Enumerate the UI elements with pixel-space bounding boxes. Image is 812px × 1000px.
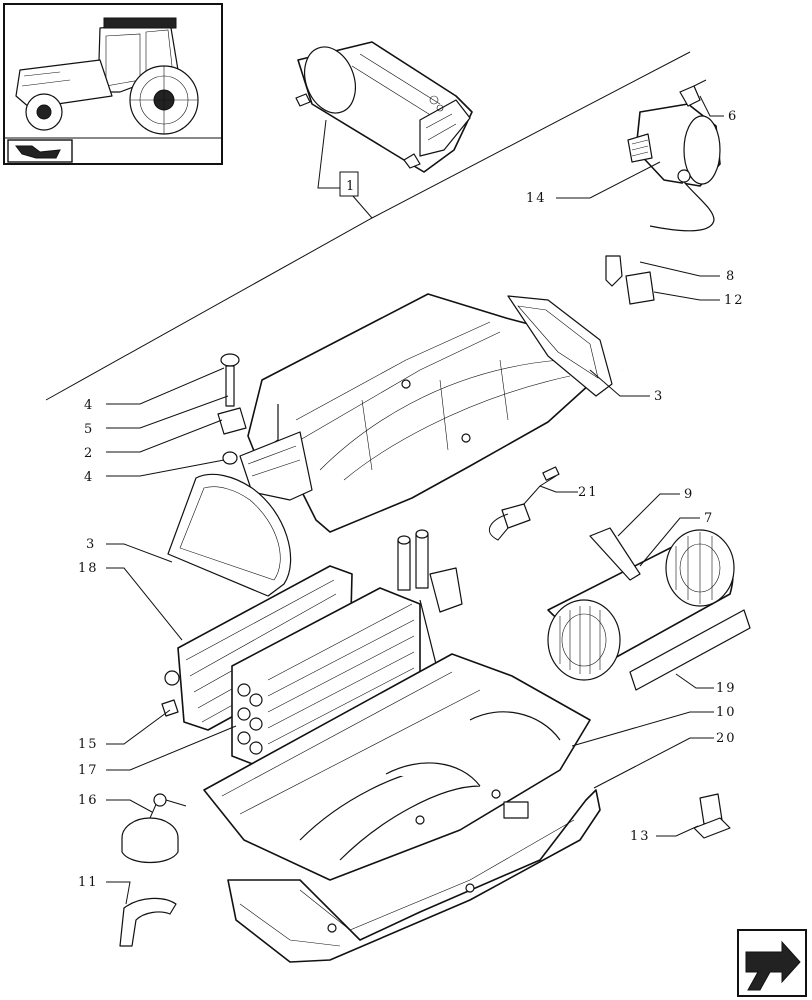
callout-labels: 4 5 2 4 3 3 18 15 17 16 11 6 14 8 12 21 … [78,109,745,890]
separator-line [45,51,691,401]
connector-clip [605,255,623,287]
label-4-bottom: 4 [84,470,94,485]
air-duct-assembly [295,41,473,173]
label-19: 19 [716,681,737,696]
label-7: 7 [704,511,714,526]
switch-sensor-part [679,79,707,107]
label-16: 16 [78,793,99,808]
label-12: 12 [724,293,745,308]
label-4-top: 4 [84,398,94,413]
book-arrow-icon [7,139,73,163]
evaporator [231,529,463,771]
tractor-thumbnail-icon[interactable] [3,3,223,165]
label-9: 9 [684,487,694,502]
water-valve [121,793,187,863]
electrical-connector [621,271,655,371]
callout-1: 1 [317,119,373,219]
blower-motor-small [627,103,721,232]
housing-lower-tray [203,653,591,881]
label-14: 14 [526,191,547,206]
foam-strip [629,609,751,691]
label-8: 8 [726,269,736,284]
label-1: 1 [346,179,356,194]
fastener-stack [217,353,247,465]
resistor-component [488,466,560,541]
next-page-arrow-icon[interactable] [737,929,807,997]
label-13: 13 [630,829,651,844]
label-15: 15 [78,737,99,752]
label-10: 10 [716,705,737,720]
label-11: 11 [78,875,99,890]
gasket-frame-left [167,473,292,597]
label-21: 21 [578,485,599,500]
label-6: 6 [728,109,738,124]
label-18: 18 [78,561,99,576]
label-2: 2 [84,446,94,461]
housing-base [227,789,601,963]
label-3-right: 3 [654,389,664,404]
hose-section [119,897,177,947]
heater-housing-upper [239,293,613,533]
label-17: 17 [78,763,99,778]
label-5: 5 [84,422,94,437]
label-20: 20 [716,731,737,746]
label-3-left: 3 [86,537,96,552]
blower-fan-assembly [547,527,735,681]
sensor-clip [693,793,731,839]
leader-lines [106,95,724,905]
